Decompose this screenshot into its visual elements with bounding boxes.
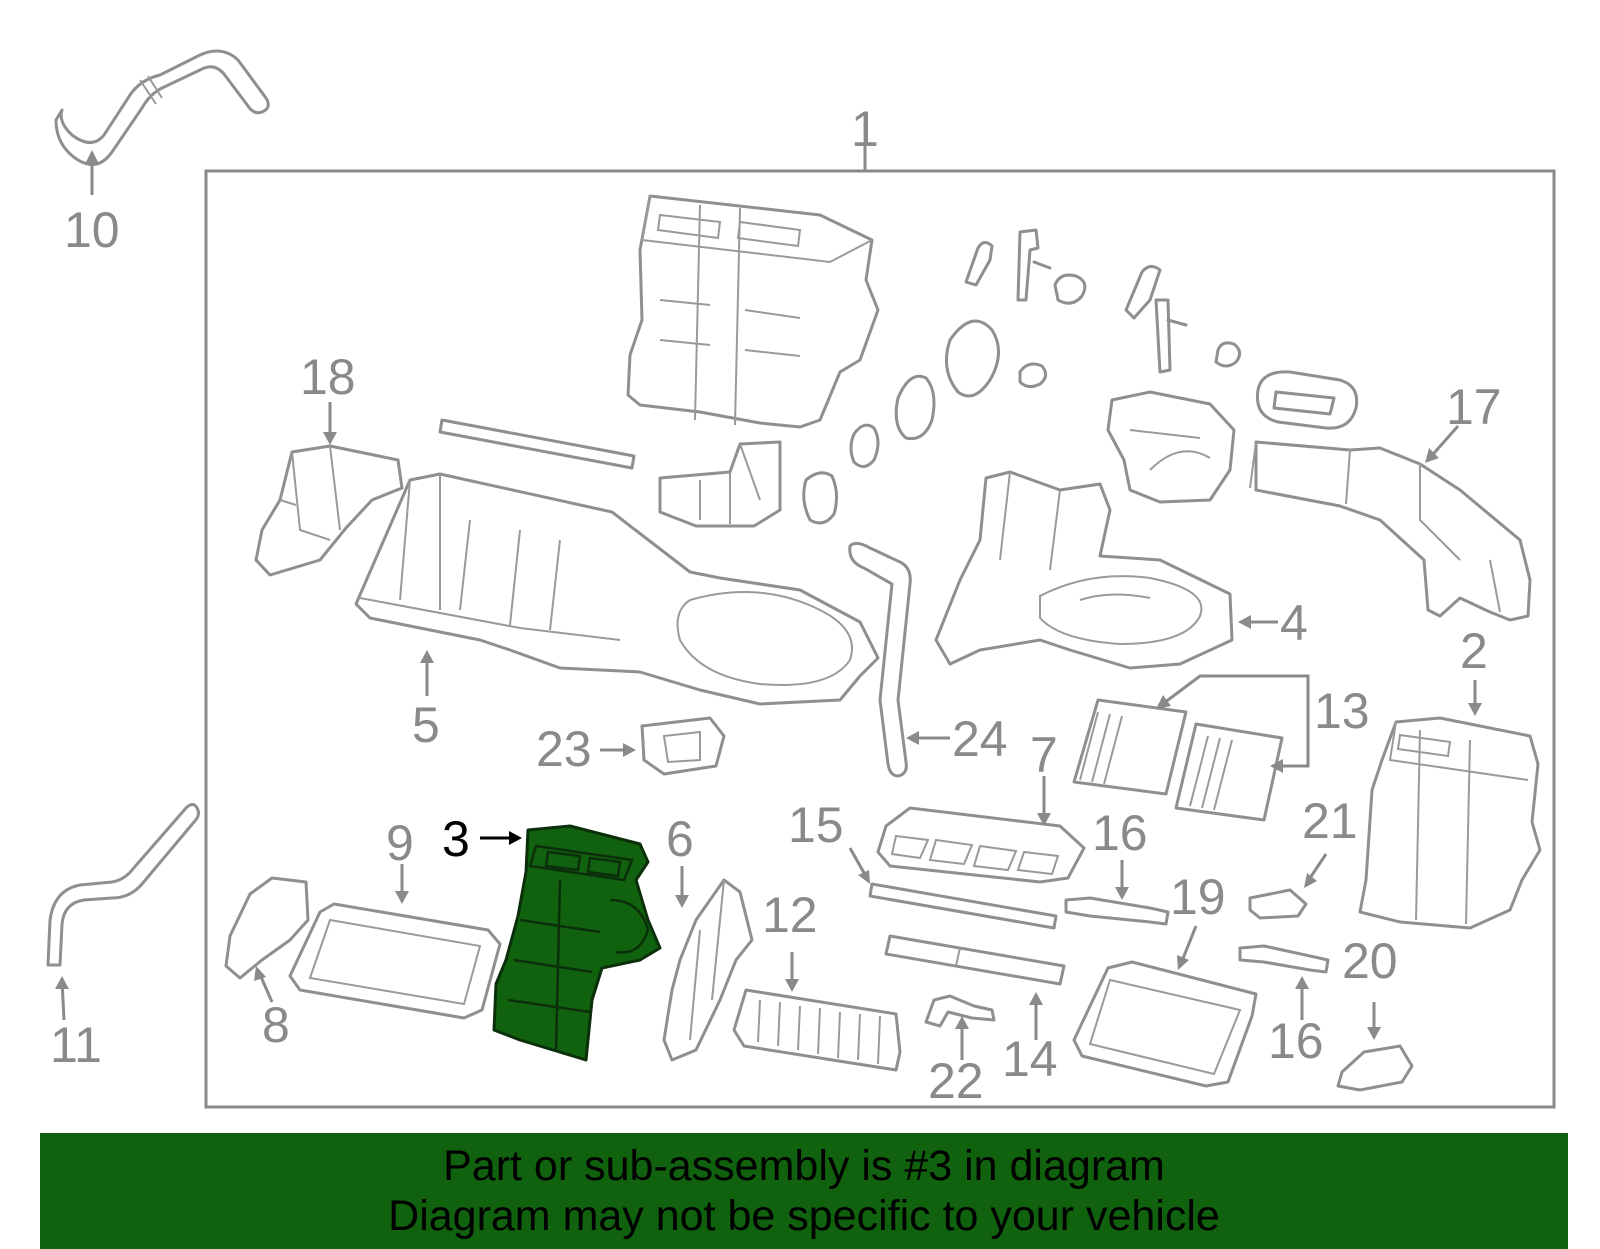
part-21-bracket[interactable]	[1248, 853, 1328, 920]
callout-1: 1	[851, 101, 879, 157]
banner-line-part: Part or sub-assembly is #3 in diagram	[443, 1142, 1165, 1190]
part-16-actuator-lower[interactable]	[1238, 944, 1330, 1020]
part-18-duct[interactable]	[254, 402, 404, 577]
callout-19: 19	[1170, 869, 1226, 925]
callout-21: 21	[1302, 793, 1358, 849]
info-banner: Part or sub-assembly is #3 in diagram Di…	[40, 1133, 1568, 1249]
callout-3: 3	[442, 811, 470, 867]
assembly-frame	[204, 169, 1556, 1109]
callout-6: 6	[666, 811, 694, 867]
part-10-hose[interactable]	[54, 49, 270, 195]
callout-10: 10	[64, 202, 120, 258]
part-12-core[interactable]	[732, 952, 902, 1072]
part-3-housing-highlighted[interactable]	[480, 824, 662, 1062]
small-parts-cluster	[802, 228, 1359, 525]
part-20-clip[interactable]	[1336, 1002, 1414, 1092]
callout-7: 7	[1030, 727, 1058, 783]
callout-2: 2	[1460, 623, 1488, 679]
part-8-bracket[interactable]	[224, 876, 310, 1003]
callout-4: 4	[1280, 595, 1308, 651]
callout-17: 17	[1446, 379, 1502, 435]
part-4-blower-housing[interactable]	[934, 470, 1278, 670]
part-7-door[interactable]	[876, 776, 1086, 884]
part-9-core[interactable]	[288, 864, 502, 1020]
part-13-filters[interactable]	[1072, 674, 1310, 822]
part-14-door[interactable]	[884, 934, 1066, 1040]
part-16-actuator-upper[interactable]	[1064, 860, 1170, 926]
callout-9: 9	[386, 815, 414, 871]
callout-5: 5	[412, 697, 440, 753]
callout-14: 14	[1002, 1031, 1058, 1087]
part-2-housing[interactable]	[1358, 680, 1542, 930]
callout-22: 22	[928, 1053, 984, 1109]
callout-18: 18	[300, 349, 356, 405]
strip	[438, 418, 636, 470]
part-24-hose[interactable]	[848, 541, 950, 778]
callout-8: 8	[262, 997, 290, 1053]
part-22-sensor[interactable]	[924, 994, 996, 1060]
banner-line-disclaimer: Diagram may not be specific to your vehi…	[388, 1192, 1220, 1240]
part-11-hose[interactable]	[46, 803, 200, 1021]
callout-12: 12	[762, 887, 818, 943]
part-upper-motor	[1106, 390, 1236, 504]
callout-11: 11	[50, 1017, 102, 1073]
callout-20: 20	[1342, 933, 1398, 989]
callout-15: 15	[788, 797, 844, 853]
part-19-core[interactable]	[1072, 925, 1258, 1088]
callout-13: 13	[1314, 683, 1370, 739]
part-5-case[interactable]	[354, 472, 880, 706]
part-23-resistor[interactable]	[600, 716, 726, 776]
upper-housing	[626, 194, 880, 429]
callout-16-upper: 16	[1092, 805, 1148, 861]
part-6-case[interactable]	[662, 866, 754, 1062]
callout-24: 24	[952, 711, 1008, 767]
part-17-duct[interactable]	[1249, 425, 1532, 622]
callout-16-lower: 16	[1268, 1013, 1324, 1069]
part-15-seal[interactable]	[848, 847, 1058, 930]
bracket-center	[658, 440, 782, 528]
callout-23: 23	[536, 721, 592, 777]
